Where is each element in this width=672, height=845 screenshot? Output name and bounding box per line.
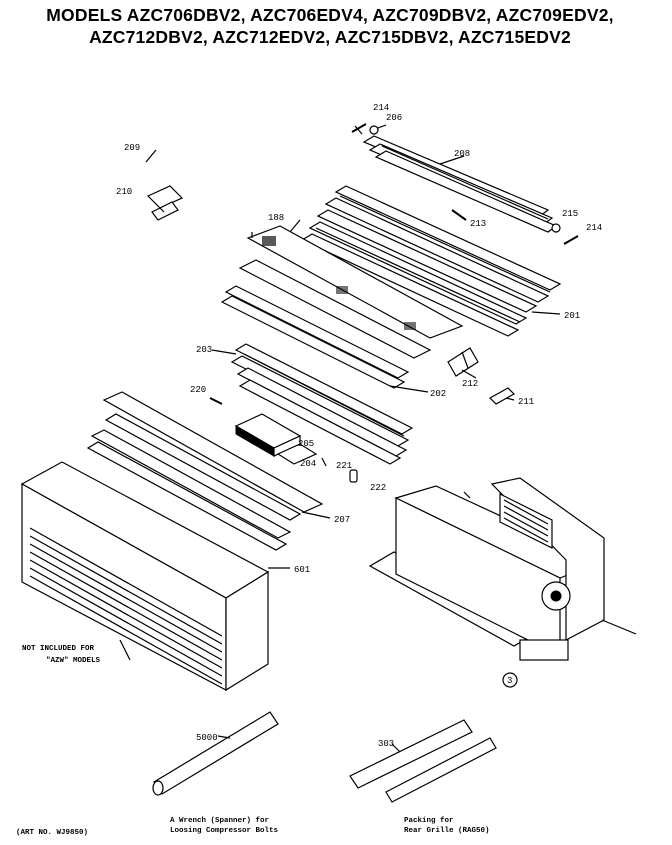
label-5000: 5000 bbox=[196, 733, 218, 743]
label-210: 210 bbox=[116, 187, 132, 197]
label-214-top: 214 bbox=[373, 103, 389, 113]
label-206: 206 bbox=[386, 113, 402, 123]
part-208-top-rails bbox=[362, 135, 558, 233]
label-201: 201 bbox=[564, 311, 580, 321]
part-5000-wrench-tube bbox=[152, 711, 279, 796]
label-220: 220 bbox=[190, 385, 206, 395]
art-number: (ART NO. WJ9850) bbox=[16, 829, 88, 837]
part-213-screw bbox=[451, 209, 467, 221]
label-209: 209 bbox=[124, 143, 140, 153]
part-188-grille-plate bbox=[238, 225, 464, 359]
circled-callout-3: 3 bbox=[502, 672, 518, 688]
part-210-bracket bbox=[146, 185, 184, 221]
label-203: 203 bbox=[196, 345, 212, 355]
note-packing-2: Rear Grille (RAG50) bbox=[404, 827, 490, 835]
part-222-plug bbox=[349, 469, 358, 483]
label-215: 215 bbox=[562, 209, 578, 219]
part-207-top-trims bbox=[86, 391, 324, 551]
label-202: 202 bbox=[430, 389, 446, 399]
leader-lines bbox=[119, 155, 561, 753]
label-214-right: 214 bbox=[586, 223, 602, 233]
part-203-rails bbox=[220, 285, 410, 389]
label-205: 205 bbox=[298, 439, 314, 449]
part-303-packing-strips bbox=[349, 719, 497, 803]
part-205-box bbox=[234, 413, 302, 457]
note-wrench-1: A Wrench (Spanner) for bbox=[170, 817, 269, 825]
note-not-included-2: "AZW" MODELS bbox=[46, 657, 101, 665]
part-204-cover bbox=[276, 443, 318, 465]
note-not-included-1: NOT INCLUDED FOR bbox=[22, 645, 95, 653]
part-214-screw-right bbox=[563, 235, 579, 245]
models-title-line-2: AZC712DBV2, AZC712EDV2, AZC715DBV2, AZC7… bbox=[89, 27, 571, 47]
label-213: 213 bbox=[470, 219, 486, 229]
part-211-bracket bbox=[489, 387, 515, 405]
part-601-front-cabinet bbox=[20, 461, 270, 692]
part-214-screw-top bbox=[351, 123, 367, 135]
label-204: 204 bbox=[300, 459, 316, 469]
label-208: 208 bbox=[454, 149, 470, 159]
part-206-clip bbox=[369, 124, 387, 135]
label-212: 212 bbox=[462, 379, 478, 389]
circle-3-label: 3 bbox=[507, 676, 512, 686]
label-601: 601 bbox=[294, 565, 310, 575]
part-220-screw bbox=[209, 397, 223, 405]
part-212-bracket bbox=[447, 347, 479, 377]
label-188: 188 bbox=[268, 213, 284, 223]
note-wrench-2: Loosing Compressor Bolts bbox=[170, 827, 279, 835]
chassis-assembly bbox=[368, 477, 637, 661]
part-202-rails bbox=[230, 343, 414, 465]
label-211: 211 bbox=[518, 397, 534, 407]
part-221-clip bbox=[321, 457, 327, 467]
label-221: 221 bbox=[336, 461, 352, 471]
models-title-line-1: MODELS AZC706DBV2, AZC706EDV4, AZC709DBV… bbox=[46, 5, 614, 25]
part-209-pin bbox=[145, 149, 157, 163]
part-201-rail-set bbox=[300, 185, 562, 337]
note-packing-1: Packing for bbox=[404, 817, 454, 825]
label-303: 303 bbox=[378, 739, 394, 749]
part-215-clip bbox=[551, 223, 561, 233]
label-207: 207 bbox=[334, 515, 350, 525]
label-222: 222 bbox=[370, 483, 386, 493]
